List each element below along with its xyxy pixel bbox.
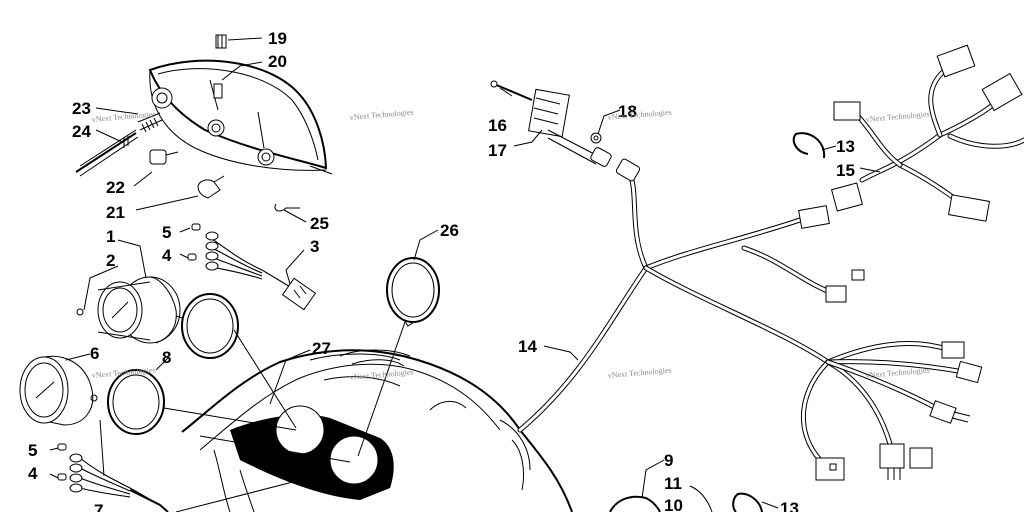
callout-16: 16 (488, 116, 507, 135)
callout-13-upper: 13 (836, 137, 855, 156)
hook-part (274, 203, 300, 212)
callout-8: 8 (162, 348, 171, 367)
callout-23: 23 (72, 99, 91, 118)
leader-lines (163, 321, 406, 512)
callout-24: 24 (72, 122, 91, 141)
callout-26: 26 (440, 221, 459, 240)
callout-9: 9 (664, 451, 673, 470)
gauge-upper (76, 276, 183, 344)
callout-21: 21 (106, 203, 125, 222)
callout-25: 25 (310, 214, 329, 233)
adjuster-screw (75, 112, 163, 177)
callout-27: 27 (312, 339, 331, 358)
clip-part (215, 34, 227, 49)
headlight-assembly (148, 59, 333, 175)
bezel-ring-lower (107, 369, 165, 435)
watermark-text: vNext Technologies (349, 107, 413, 122)
callout-13-lower: 13 (780, 499, 799, 512)
instrument-console (181, 349, 573, 512)
bezel-ring-right (386, 257, 440, 327)
callout-7: 7 (94, 501, 103, 512)
callout-6: 6 (90, 344, 99, 363)
callout-18: 18 (618, 102, 637, 121)
callout-17: 17 (488, 141, 507, 160)
callout-20: 20 (268, 52, 287, 71)
callout-2: 2 (106, 251, 115, 270)
bezel-ring-upper (181, 293, 239, 359)
watermark-text: vNext Technologies (91, 109, 155, 124)
callout-numbers: 19 20 23 24 22 21 25 5 4 3 1 2 26 6 8 27… (28, 29, 855, 512)
watermark-text: vNext Technologies (607, 365, 671, 380)
bottom-parts (609, 485, 713, 512)
callout-4-lower: 4 (28, 464, 38, 483)
callout-4-upper: 4 (162, 246, 172, 265)
callout-leaders (49, 37, 881, 509)
hose-clamp-lower (732, 492, 763, 512)
callout-5-lower: 5 (28, 441, 37, 460)
callout-22: 22 (106, 178, 125, 197)
callout-1: 1 (106, 227, 115, 246)
bulb-socket (149, 149, 225, 199)
sub-harness (830, 44, 1024, 222)
watermark-text: vNext Technologies (865, 365, 929, 380)
gauge-lower (19, 355, 98, 426)
callout-15: 15 (836, 161, 855, 180)
callout-14: 14 (518, 337, 537, 356)
callout-19: 19 (268, 29, 287, 48)
callout-5-upper: 5 (162, 223, 171, 242)
main-wiring-harness (517, 158, 983, 481)
watermark-text: vNext Technologies (865, 109, 929, 124)
callout-10: 10 (664, 496, 683, 512)
socket-assembly (490, 80, 612, 167)
pigtail-harness-lower (57, 419, 169, 512)
pigtail-harness-upper (187, 223, 317, 311)
hose-clamp-upper (792, 132, 826, 159)
callout-11: 11 (664, 474, 682, 493)
callout-3: 3 (310, 237, 319, 256)
